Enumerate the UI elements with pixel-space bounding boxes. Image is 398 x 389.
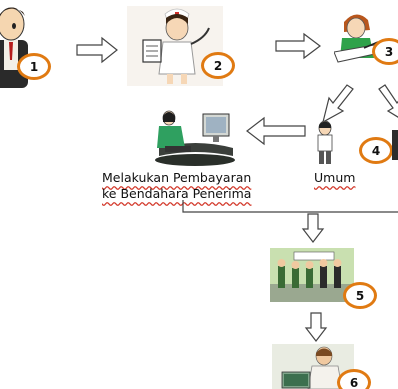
step-3-badge: 3: [372, 38, 398, 65]
step-5-queue: [270, 248, 354, 302]
connector-line: [182, 200, 398, 213]
arrow-down-to-6: [304, 312, 328, 342]
step-1-badge: 1: [17, 53, 51, 80]
step-6-badge: 6: [337, 369, 371, 389]
nurse-figure-icon: [142, 8, 210, 84]
queue-counter-icon: [270, 248, 354, 302]
step-1-person: [0, 0, 60, 90]
step-2-badge: 2: [201, 52, 235, 79]
computer-desk-icon: [155, 110, 235, 166]
payment-label-line1: Melakukan Pembayaran: [102, 170, 252, 185]
step-4-figure-cropped: [392, 130, 398, 160]
arrow-down-left-3-4: [322, 84, 354, 124]
arrow-down-right-cropped: [378, 84, 398, 118]
arrow-right-2-3: [275, 32, 321, 60]
standing-person-icon: [317, 120, 333, 164]
arrow-left-4-payment: [246, 116, 306, 146]
payment-cashier: [153, 108, 237, 166]
general-label: Umum: [314, 170, 356, 185]
person-figure-icon: [0, 7, 28, 88]
payment-label-line2: ke Bendahara Penerima: [102, 186, 252, 201]
arrow-right-1-2: [76, 36, 118, 64]
step-5-badge: 5: [343, 282, 377, 309]
step-4-badge: 4: [359, 137, 393, 164]
step-4-person: [313, 120, 337, 166]
arrow-down-to-5: [301, 213, 325, 243]
